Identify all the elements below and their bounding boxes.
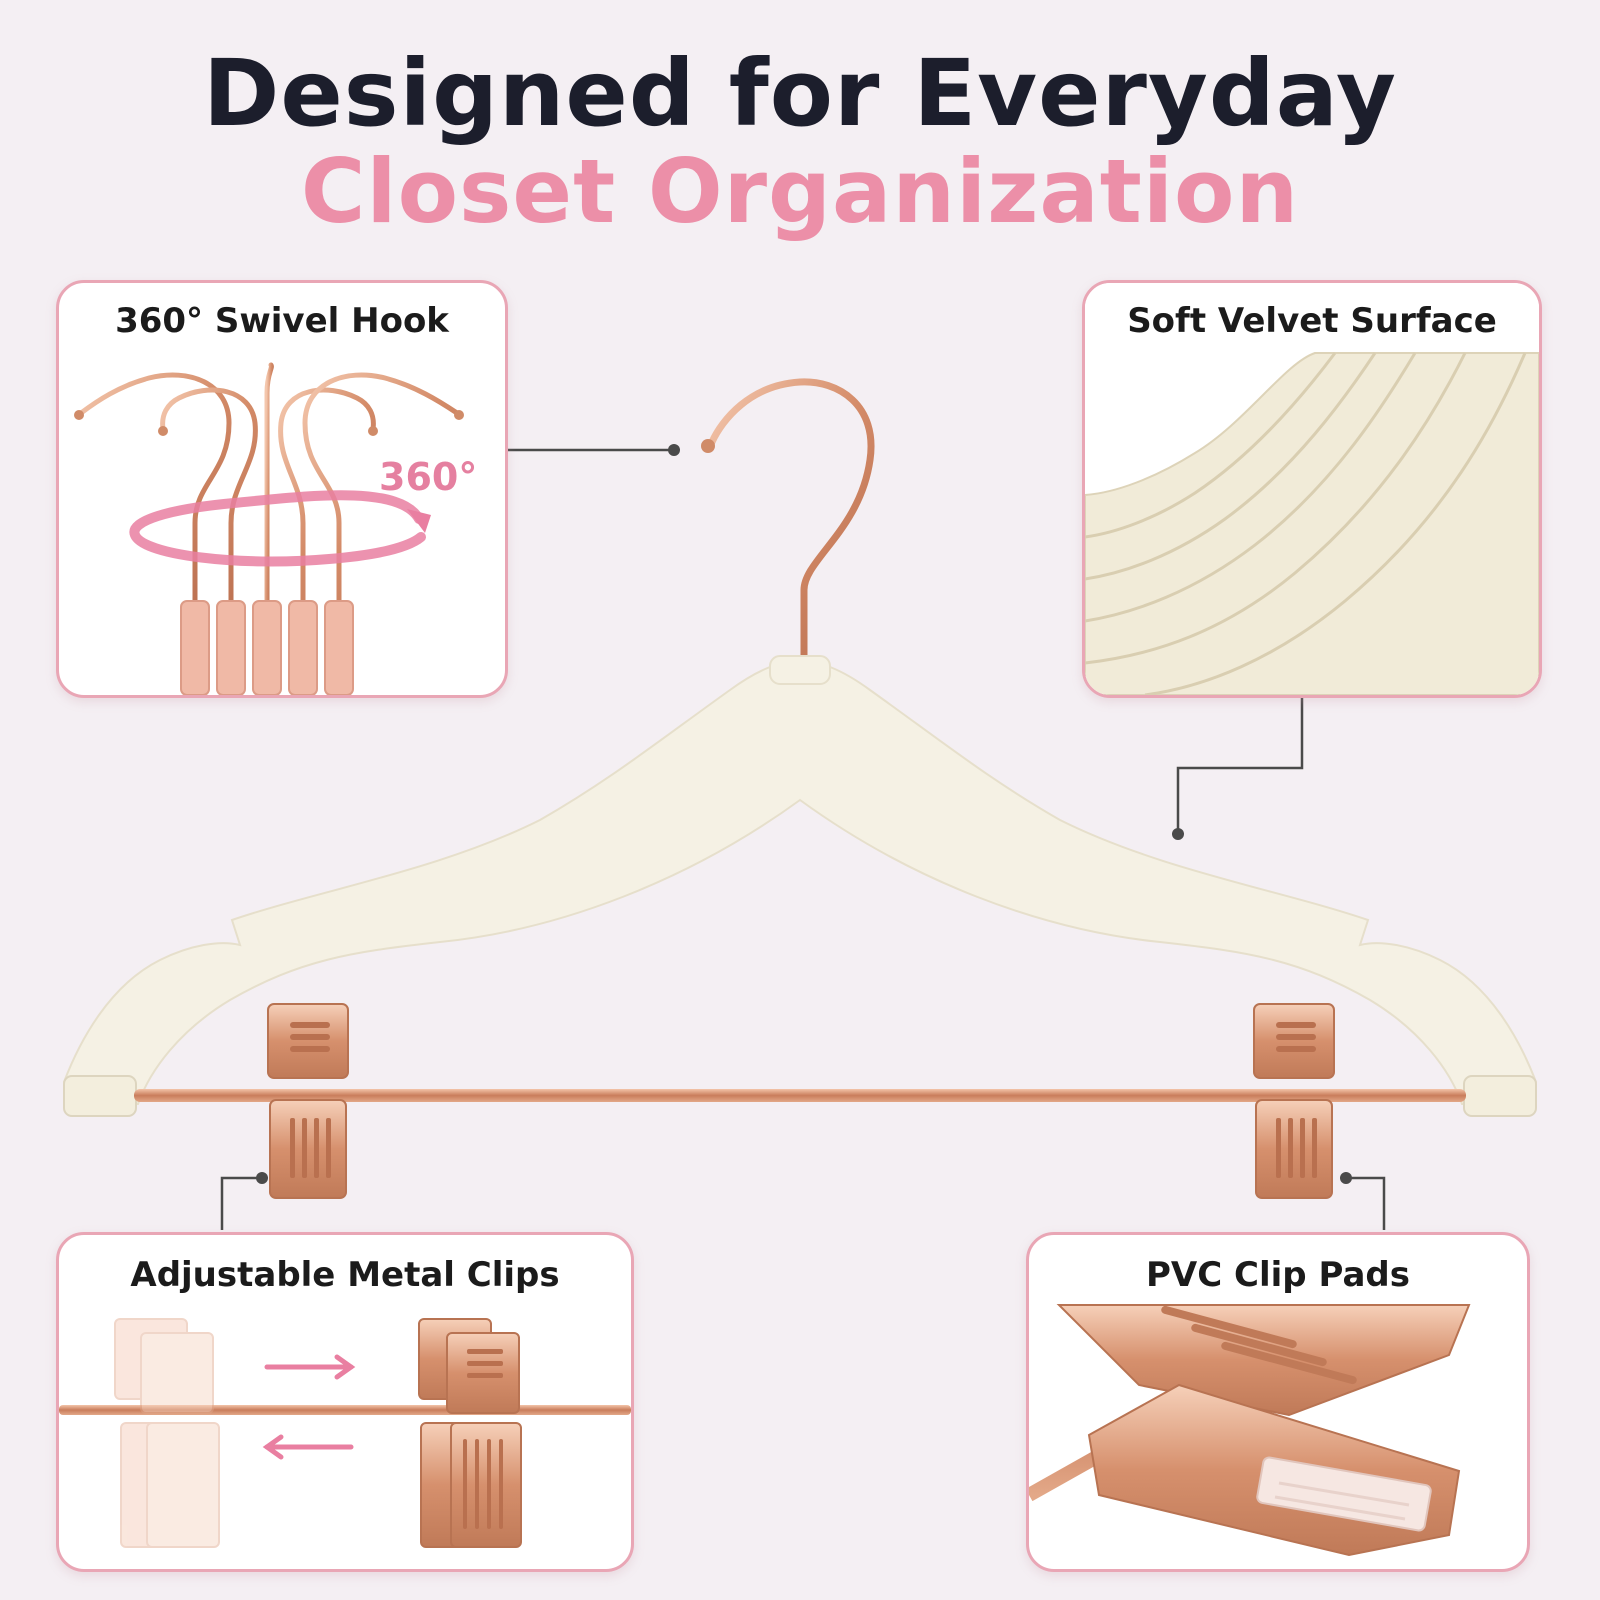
arrow-left-icon: [262, 1434, 354, 1460]
callout-pads: [1346, 1176, 1386, 1230]
hanger-body: [62, 658, 1538, 1105]
feature-card-velvet-surface: Soft Velvet Surface: [1082, 280, 1542, 698]
swivel-360-badge: 360°: [379, 455, 478, 499]
velvet-closeup-image: [1085, 283, 1539, 695]
callout-dot-velvet: [1172, 828, 1184, 840]
clips-sliding-image: [59, 1318, 631, 1548]
feature-card-swivel-hook: 360° Swivel Hook 360°: [56, 280, 508, 698]
right-clip: [1253, 1003, 1335, 1199]
left-clip: [267, 1003, 349, 1199]
callout-velvet: [1176, 694, 1304, 834]
hanger-hook: [708, 378, 875, 672]
callout-clips: [220, 1176, 262, 1230]
feature-card-metal-clips: Adjustable Metal Clips: [56, 1232, 634, 1572]
swivel-hook-title: 360° Swivel Hook: [115, 301, 449, 341]
faded-clip: [114, 1318, 220, 1548]
hanger-rod: [134, 1089, 1466, 1102]
solid-clip: [418, 1318, 522, 1548]
callout-dot-swivel: [668, 444, 680, 456]
headline-line-1: Designed for Everyday: [203, 40, 1397, 147]
clip-pads-title: PVC Clip Pads: [1146, 1255, 1410, 1295]
metal-clips-title: Adjustable Metal Clips: [130, 1255, 560, 1295]
arrow-right-icon: [264, 1354, 356, 1380]
rotation-arrow-icon: [129, 490, 431, 567]
headline-line-2: Closet Organization: [300, 140, 1300, 243]
clip-pads-closeup-image: [1029, 1304, 1471, 1557]
swivel-hooks-image: [74, 362, 464, 695]
feature-card-pvc-clip-pads: PVC Clip Pads: [1026, 1232, 1530, 1572]
velvet-surface-title: Soft Velvet Surface: [1085, 301, 1539, 351]
callout-dot-pads: [1340, 1172, 1352, 1184]
callout-dot-clips: [256, 1172, 268, 1184]
